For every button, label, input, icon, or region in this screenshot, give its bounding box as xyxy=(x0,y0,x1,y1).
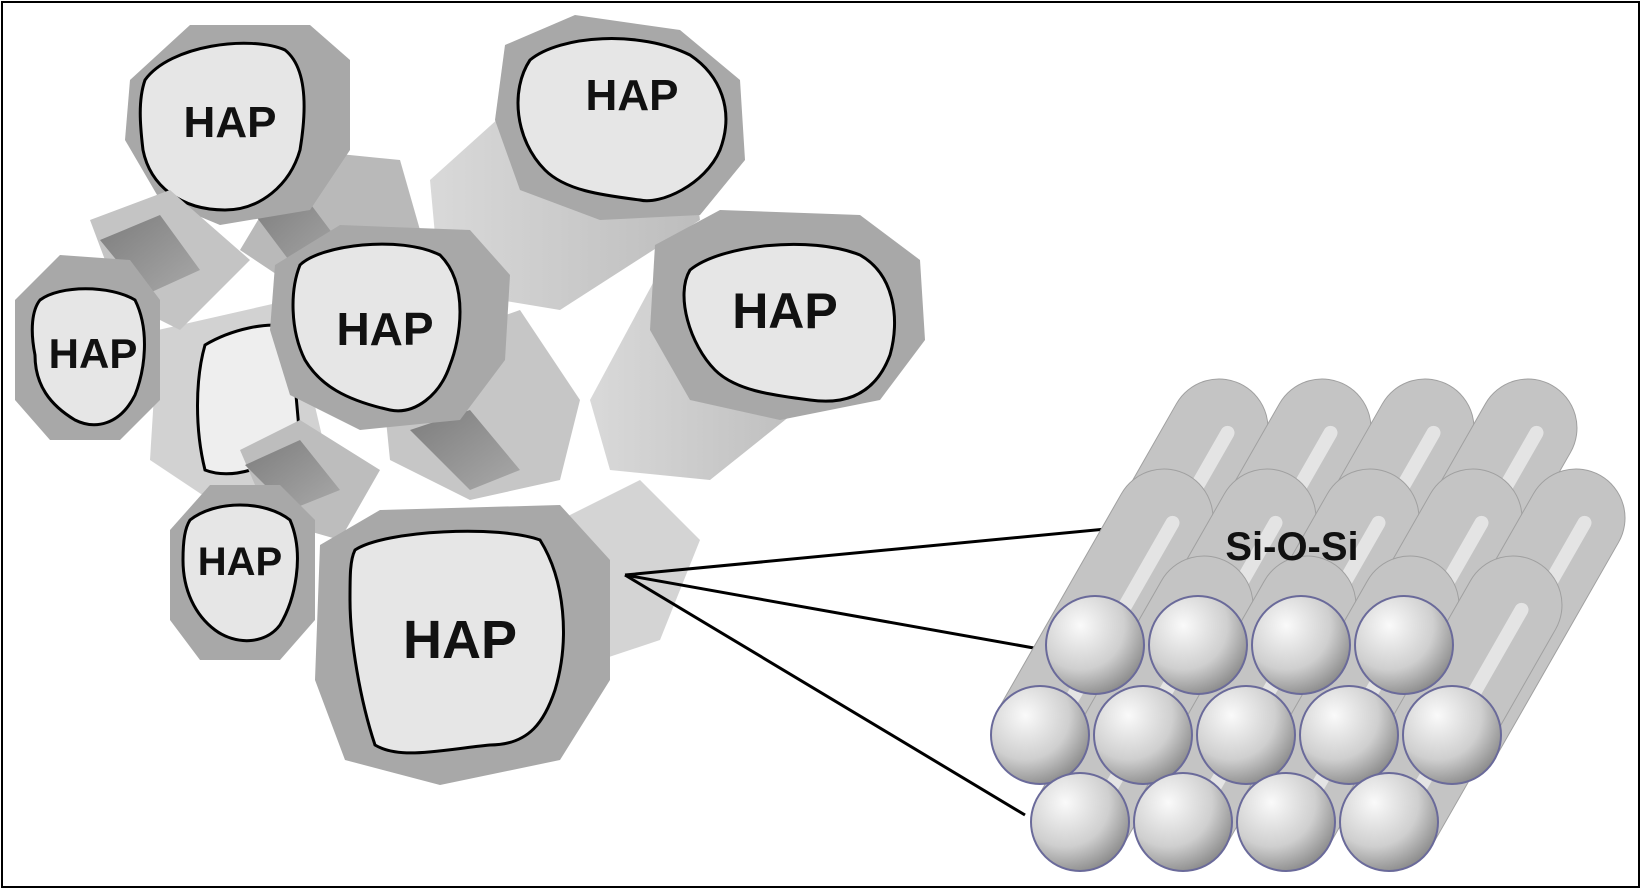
hap-label-2: HAP xyxy=(586,71,679,120)
leader-line-bottom xyxy=(624,573,1026,817)
hap-label-6: HAP xyxy=(198,540,282,584)
silica-rod-end xyxy=(1030,772,1130,872)
silica-rod-end xyxy=(1354,595,1454,695)
leader-line-middle xyxy=(624,573,1046,652)
hap-particle-4: HAP xyxy=(270,225,580,500)
hap-particle-7: HAP xyxy=(315,480,700,785)
hap-blob-2 xyxy=(516,37,728,203)
hap-label-1: HAP xyxy=(184,98,277,147)
silica-rod-end xyxy=(1339,772,1439,872)
hap-particle-5: HAP xyxy=(590,210,925,480)
silica-rod-end xyxy=(1299,685,1399,785)
bond-label: Si-O-Si xyxy=(1225,525,1358,569)
silica-rod-end xyxy=(1133,772,1233,872)
silica-rod-bundle xyxy=(990,378,1626,872)
hap-blob-3 xyxy=(30,287,146,427)
silica-rod-end xyxy=(1045,595,1145,695)
hap-blob-5 xyxy=(682,242,896,403)
hap-blob-7 xyxy=(348,529,565,755)
silica-rod-end xyxy=(1402,685,1502,785)
hap-label-7: HAP xyxy=(403,610,517,670)
hap-particle-2: HAP xyxy=(430,15,745,310)
silica-rod-end xyxy=(1148,595,1248,695)
silica-rod-end xyxy=(1251,595,1351,695)
magnification-lines xyxy=(624,523,1149,817)
hap-blob-1 xyxy=(138,41,306,212)
leader-line-top xyxy=(624,523,1149,577)
hap-cluster: HAP HAP HAP HAP xyxy=(15,15,925,785)
silica-rod-end xyxy=(1196,685,1296,785)
hap-particle-6: HAP xyxy=(170,420,380,660)
hap-blob-6 xyxy=(181,503,299,643)
silica-rod-end xyxy=(1093,685,1193,785)
hap-label-3: HAP xyxy=(49,330,138,377)
hap-label-5: HAP xyxy=(732,283,838,339)
hap-particle-1: HAP xyxy=(125,25,420,290)
hap-label-4: HAP xyxy=(336,303,433,355)
silica-rod-end xyxy=(1236,772,1336,872)
hap-particle-3: HAP xyxy=(15,190,250,440)
silica-rod-end xyxy=(990,685,1090,785)
hap-blob-4 xyxy=(291,242,462,413)
